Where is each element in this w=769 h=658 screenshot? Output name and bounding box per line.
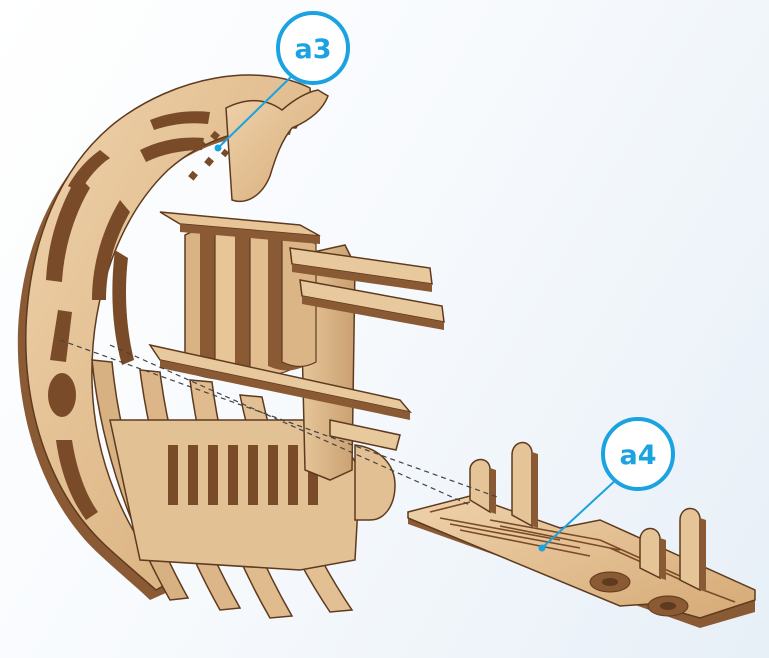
base-hole-2-center xyxy=(660,602,676,610)
panel-head xyxy=(226,90,328,201)
callout-a3-label: a3 xyxy=(294,34,331,65)
callout-a4-label: a4 xyxy=(619,440,656,471)
callout-a4-dot xyxy=(539,545,546,552)
gear-stack xyxy=(185,225,316,379)
base-plate xyxy=(408,443,755,628)
left-frame-assembly xyxy=(18,75,444,618)
base-hole-1-center xyxy=(602,578,618,586)
callout-a3-dot xyxy=(215,145,222,152)
